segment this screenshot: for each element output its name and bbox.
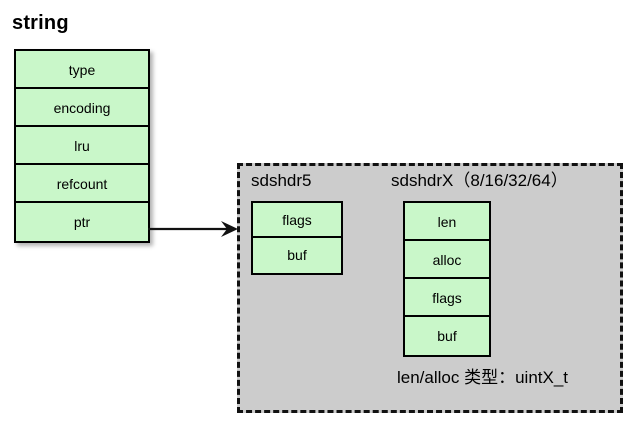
sdshdrx-label: sdshdrX（8/16/32/64） (391, 171, 568, 190)
sdshdr5-field-flags: flags (253, 203, 341, 238)
page-title: string (12, 12, 69, 34)
sdshdrx-field-flags: flags (405, 279, 489, 317)
sds-panel: sdshdr5 flags buf sdshdrX（8/16/32/64） le… (237, 163, 623, 413)
sdshdr5-struct: flags buf (251, 201, 343, 275)
sdshdrx-field-alloc: alloc (405, 241, 489, 279)
sdshdrx-field-len: len (405, 203, 489, 241)
struct-field-refcount: refcount (16, 165, 148, 203)
struct-field-lru: lru (16, 127, 148, 165)
sdshdr5-label: sdshdr5 (251, 171, 312, 190)
string-object-struct: type encoding lru refcount ptr (14, 49, 150, 243)
arrow-right-icon (148, 221, 238, 237)
sdshdrx-field-buf: buf (405, 317, 489, 355)
struct-field-encoding: encoding (16, 89, 148, 127)
sdshdr5-field-buf: buf (253, 238, 341, 273)
struct-field-type: type (16, 51, 148, 89)
sds-type-note: len/alloc 类型：uintX_t (397, 368, 569, 387)
struct-field-ptr: ptr (16, 203, 148, 241)
sdshdrx-struct: len alloc flags buf (403, 201, 491, 357)
